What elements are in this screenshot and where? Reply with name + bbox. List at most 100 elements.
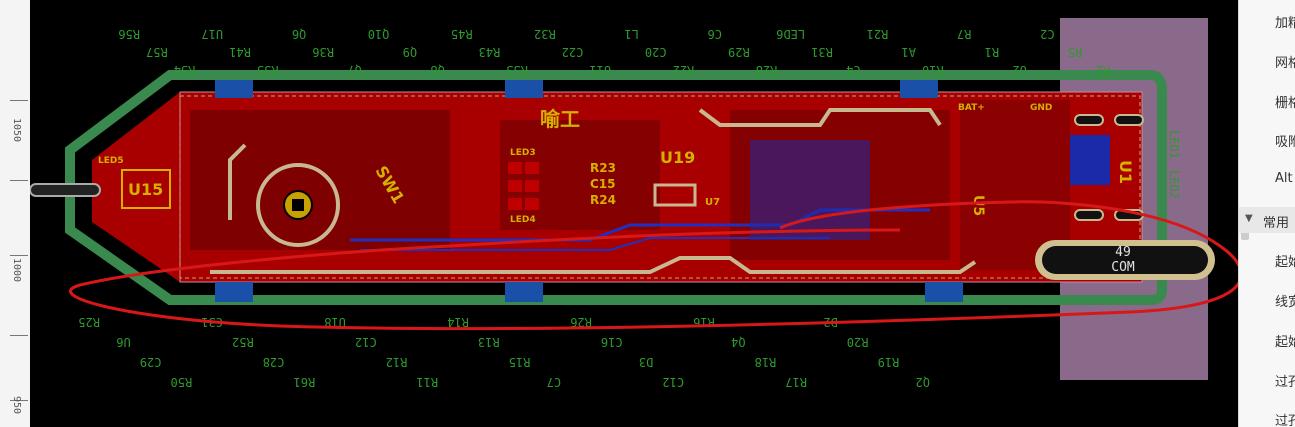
designator-label: U6 — [116, 335, 130, 349]
designator-label: C12 — [662, 375, 684, 389]
designator-label: R35 — [257, 63, 279, 77]
led-pad — [525, 162, 539, 174]
panel-item[interactable]: 起始 — [1275, 335, 1295, 350]
designator-label: C20 — [645, 45, 667, 59]
designator-label: R31 — [811, 45, 833, 59]
side-pad — [1114, 114, 1144, 126]
panel-item[interactable]: 线宽 — [1275, 295, 1295, 310]
led-pad — [525, 198, 539, 210]
designator-label: R33 — [506, 63, 528, 77]
panel-item[interactable]: 加精 — [1275, 16, 1295, 31]
designator-label: R41 — [229, 45, 251, 59]
designator-label: U18 — [324, 315, 346, 329]
chevron-down-icon: ▼ — [1245, 213, 1253, 224]
designator-label: R57 — [146, 45, 168, 59]
edge-contact — [215, 80, 253, 98]
copper-edge — [179, 91, 1143, 283]
designator-label: R2 — [1096, 63, 1110, 77]
designator-label: R28 — [756, 63, 778, 77]
ruler-label: 950 — [11, 396, 22, 415]
led3-label: LED3 — [510, 148, 536, 158]
u7-label: U7 — [705, 197, 720, 208]
designator-label: R18 — [755, 355, 777, 369]
designator-label: R1 — [985, 45, 999, 59]
designator-label: U17 — [201, 27, 223, 41]
designator-label: C7 — [547, 375, 561, 389]
designator-label: R32 — [534, 27, 556, 41]
panel-header-label: 常用 — [1263, 216, 1290, 231]
panel-item[interactable]: Alt — [1275, 171, 1293, 186]
designator-label: R11 — [416, 375, 438, 389]
ruler-tick — [10, 255, 28, 256]
ruler-tick — [10, 180, 28, 181]
com-pad-inner[interactable] — [1042, 246, 1208, 274]
copper-region — [190, 110, 450, 250]
designator-label: R20 — [847, 335, 869, 349]
ref-c15: C15 — [590, 177, 616, 191]
u1-label: U1 — [1116, 160, 1135, 184]
designator-label: C2 — [1040, 27, 1054, 41]
designator-label: R52 — [232, 335, 254, 349]
designator-label: Q2 — [916, 375, 930, 389]
board-outline — [65, 70, 1167, 305]
u5-label: U5 — [970, 195, 986, 216]
designator-label: R17 — [785, 375, 807, 389]
pad-number: 49 — [1115, 245, 1131, 260]
panel-item[interactable]: 吸附 — [1275, 135, 1295, 150]
bottom-trace — [360, 237, 830, 251]
designator-label: R56 — [118, 27, 140, 41]
designator-label: R36 — [312, 45, 334, 59]
designator-label: R14 — [447, 315, 469, 329]
pcb-canvas[interactable]: U15 U19 U5 U1 SW1 LED5 LED3 LED4 U7 R23 … — [30, 0, 1238, 427]
designator-label: R50 — [171, 375, 193, 389]
u19-outline — [653, 183, 697, 207]
silk-trace — [698, 108, 942, 127]
panel-item[interactable]: 网格 — [1275, 56, 1295, 71]
designator-label: R54 — [174, 63, 196, 77]
designator-label: R12 — [386, 355, 408, 369]
led-pad — [525, 180, 539, 192]
pad-net: COM — [1111, 260, 1135, 275]
designator-label: R21 — [867, 27, 889, 41]
edge-contact — [505, 282, 543, 302]
bottom-designators: R25U6C29R50C31R52C28R61U18C12R12R11R14R1… — [78, 315, 930, 389]
designator-label: U2 — [1012, 63, 1026, 77]
designator-label: LED6 — [776, 27, 805, 41]
bottom-copper — [750, 140, 870, 240]
u15-label: U15 — [128, 180, 163, 199]
panel-item[interactable]: 起始 — [1275, 255, 1295, 270]
probe-tip — [30, 183, 101, 197]
switch-ring — [256, 163, 340, 247]
edge-contact — [505, 80, 543, 98]
panel-section-header[interactable]: ▼ 常用 — [1239, 207, 1295, 233]
designator-label: R7 — [957, 27, 971, 41]
u15-outline — [121, 169, 171, 209]
edge-contact — [215, 282, 253, 302]
board-title: 喻工 — [540, 107, 580, 131]
designator-label: R13 — [478, 335, 500, 349]
designator-label: C12 — [355, 335, 377, 349]
led2-label: LED2 — [1167, 170, 1181, 199]
designator-label: R61 — [294, 375, 316, 389]
u19-label: U19 — [660, 148, 695, 167]
designator-label: C29 — [140, 355, 162, 369]
panel-item[interactable]: 栅格 — [1275, 96, 1295, 111]
panel-item[interactable]: 过孔 — [1275, 375, 1295, 390]
designator-label: C16 — [601, 335, 623, 349]
designator-label: R5 — [1068, 45, 1082, 59]
ref-r24: R24 — [590, 193, 616, 207]
led-pad — [508, 198, 522, 210]
ruler-tick — [10, 100, 28, 101]
silk-trace — [228, 143, 247, 220]
designator-label: C22 — [562, 45, 584, 59]
pcb-drawing[interactable]: U15 U19 U5 U1 SW1 LED5 LED3 LED4 U7 R23 … — [30, 0, 1238, 427]
panel-item[interactable]: 过孔 — [1275, 414, 1295, 427]
ref-r23: R23 — [590, 161, 616, 175]
led5-label: LED5 — [98, 156, 124, 166]
designator-label: R43 — [479, 45, 501, 59]
edge-contact — [900, 80, 938, 98]
ruler-label: 1050 — [11, 118, 22, 143]
designator-label: R22 — [673, 63, 695, 77]
designator-label: Q7 — [347, 63, 361, 77]
silk-trace — [210, 256, 977, 274]
